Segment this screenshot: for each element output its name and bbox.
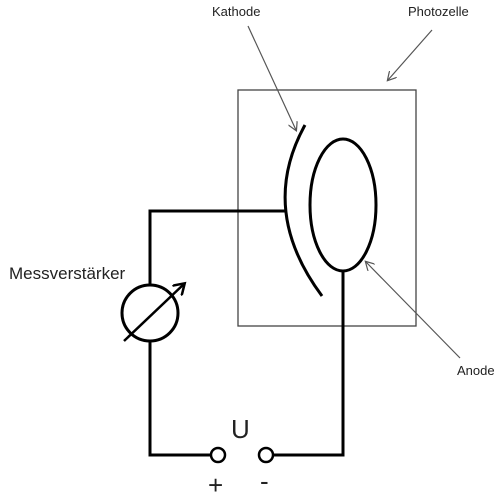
plus-terminal <box>209 446 227 464</box>
anode-label: Anode <box>457 363 495 378</box>
kathode-label: Kathode <box>212 4 260 19</box>
minus-terminal <box>257 446 275 464</box>
anode-pointer-arrow <box>366 262 461 359</box>
photocell-housing <box>237 89 417 327</box>
photozelle-label: Photozelle <box>408 4 469 19</box>
wire-anode-to-minus <box>273 271 345 457</box>
kathode-pointer-arrow <box>247 25 296 130</box>
plus-label: + <box>208 470 223 500</box>
wire-meter-to-plus <box>148 342 211 457</box>
minus-label: - <box>260 466 269 496</box>
voltage-label: U <box>231 414 250 444</box>
meter-circle <box>120 283 180 343</box>
meter-arrow <box>123 284 184 342</box>
anode-ellipse <box>308 137 378 273</box>
messverstaerker-label: Messverstärker <box>9 264 126 283</box>
photozelle-pointer-arrow <box>388 29 433 80</box>
cathode-arc <box>283 124 324 297</box>
wire-cathode-to-meter <box>148 209 287 285</box>
